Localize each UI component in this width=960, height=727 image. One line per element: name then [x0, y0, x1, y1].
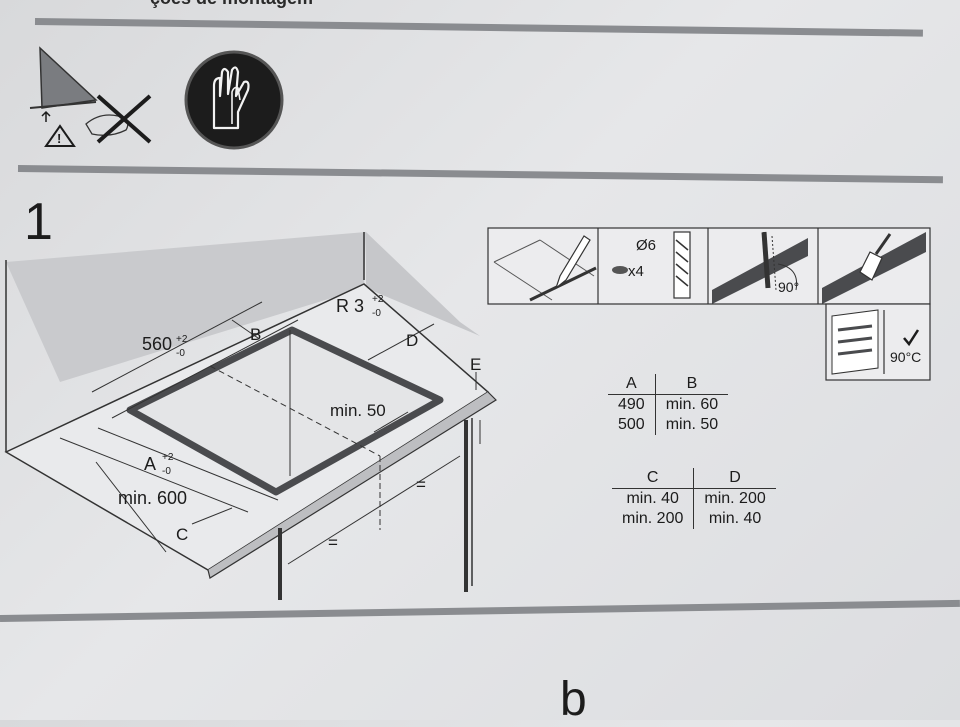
width-tol-minus: -0: [176, 348, 185, 359]
label-c: C: [176, 525, 188, 544]
min600-label: min. 600: [118, 488, 187, 508]
table-header-b: B: [655, 374, 729, 395]
label-a: A: [144, 454, 156, 474]
radius-label: R 3: [336, 296, 364, 316]
table-header-a: A: [608, 374, 656, 395]
marking-pencil-icon: [493, 235, 597, 302]
drill-diameter-label: Ø6: [636, 237, 656, 254]
label-e: E: [470, 355, 481, 374]
min50-label: min. 50: [330, 401, 386, 420]
table-row: min. 40 min. 200: [612, 488, 776, 509]
table-c-d: C D min. 40 min. 200 min. 200 min. 40: [612, 468, 776, 529]
header-title: ções de montagem: [150, 0, 313, 9]
sharp-edge-warning-icon: !: [29, 46, 152, 147]
drill-count-label: x4: [628, 263, 644, 280]
table-cell: min. 200: [612, 509, 695, 529]
label-d: D: [406, 331, 418, 350]
table-a-b: A B 490 min. 60 500 min. 50: [608, 374, 729, 435]
drill-icon: Ø6 x4: [612, 231, 691, 299]
oven-heat-icon: 90°C: [825, 303, 931, 381]
table-cell: min. 40: [708, 510, 762, 527]
equal-label-lower: =: [328, 533, 338, 552]
radius-tol-minus: -0: [372, 308, 381, 319]
equal-label-upper: =: [416, 475, 426, 494]
table-header-d: D: [693, 468, 776, 489]
brush-icon: [822, 232, 926, 304]
cutout-outline: [126, 326, 444, 496]
table-row: 500 min. 50: [608, 415, 728, 435]
table-header-c: C: [612, 468, 695, 489]
svg-text:!: !: [57, 131, 61, 146]
temperature-label: 90°C: [890, 349, 921, 365]
table-cell: min. 50: [665, 416, 719, 433]
a-tol-minus: -0: [162, 466, 171, 477]
saw-angle-label: 90°: [778, 279, 799, 295]
gloves-icon: [184, 50, 284, 150]
width-tol-plus: +2: [176, 334, 188, 345]
next-step-fragment: b: [560, 673, 587, 726]
step-number: 1: [24, 193, 53, 251]
table-row: 490 min. 60: [608, 394, 728, 415]
table-cell: min. 200: [704, 490, 766, 507]
table-row: min. 200 min. 40: [612, 509, 776, 529]
label-b: B: [250, 325, 261, 344]
saw-icon: 90°: [712, 231, 808, 304]
table-cell: min. 60: [665, 396, 719, 413]
width-label: 560: [142, 334, 172, 354]
table-cell: 500: [608, 415, 656, 435]
table-cell: 490: [608, 394, 656, 415]
a-tol-plus: +2: [162, 452, 174, 463]
table-cell: min. 40: [612, 488, 695, 509]
radius-tol-plus: +2: [372, 294, 384, 305]
